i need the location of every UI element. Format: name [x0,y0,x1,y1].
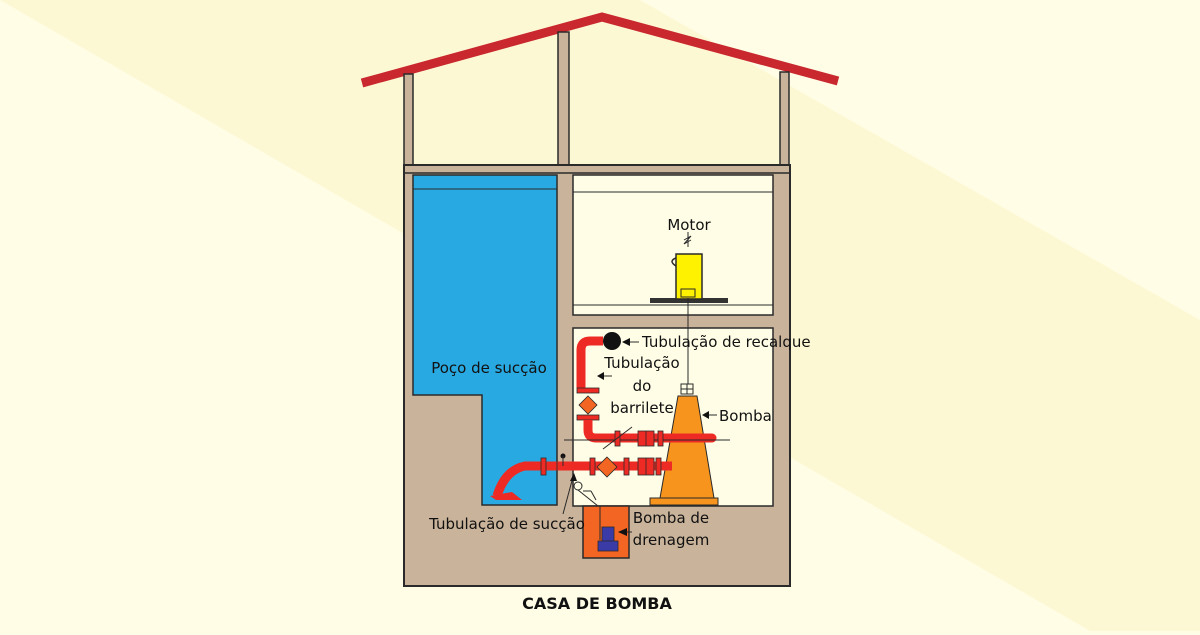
motor-coupling [680,288,696,298]
suction-valve [596,456,618,478]
label-motor: Motor [667,216,711,234]
suction-well-water [412,174,558,506]
diagram-title: CASA DE BOMBA [522,594,672,613]
pump-base [649,497,719,506]
label-drain-pump-line-1: Bomba de [633,509,709,527]
label-manifold-line-1: Tubulação [603,354,679,372]
label-suction-pipe: Tubulação de sucção [428,515,585,533]
manifold-pipe-lower [583,420,712,443]
drain-pump [601,526,615,543]
suction-inlet [490,492,522,500]
label-manifold-line-3: barrilete [610,399,673,417]
label-drain-pump-line-2: drenagem [633,531,710,549]
label-pump: Bomba [719,407,772,425]
roof-post-left [403,73,414,167]
label-discharge-pipe: Tubulação de recalque [641,333,811,351]
label-suction-well: Poço de sucção [431,359,547,377]
roof-post-center [557,31,570,167]
motor-handle [671,257,677,267]
manifold-pipe-upper [576,336,603,388]
motor-room [572,174,774,316]
drain-pump-base [597,540,619,552]
suction-pipe [492,461,672,498]
roof-post-right [779,71,790,167]
roof [360,12,840,88]
manifold-flange-2 [576,414,600,421]
motor-platform [650,298,728,303]
manifold-valve [578,395,598,415]
discharge-pipe-end [603,332,621,350]
label-manifold-line-2: do [633,377,652,395]
manifold-flange-1 [576,387,600,394]
